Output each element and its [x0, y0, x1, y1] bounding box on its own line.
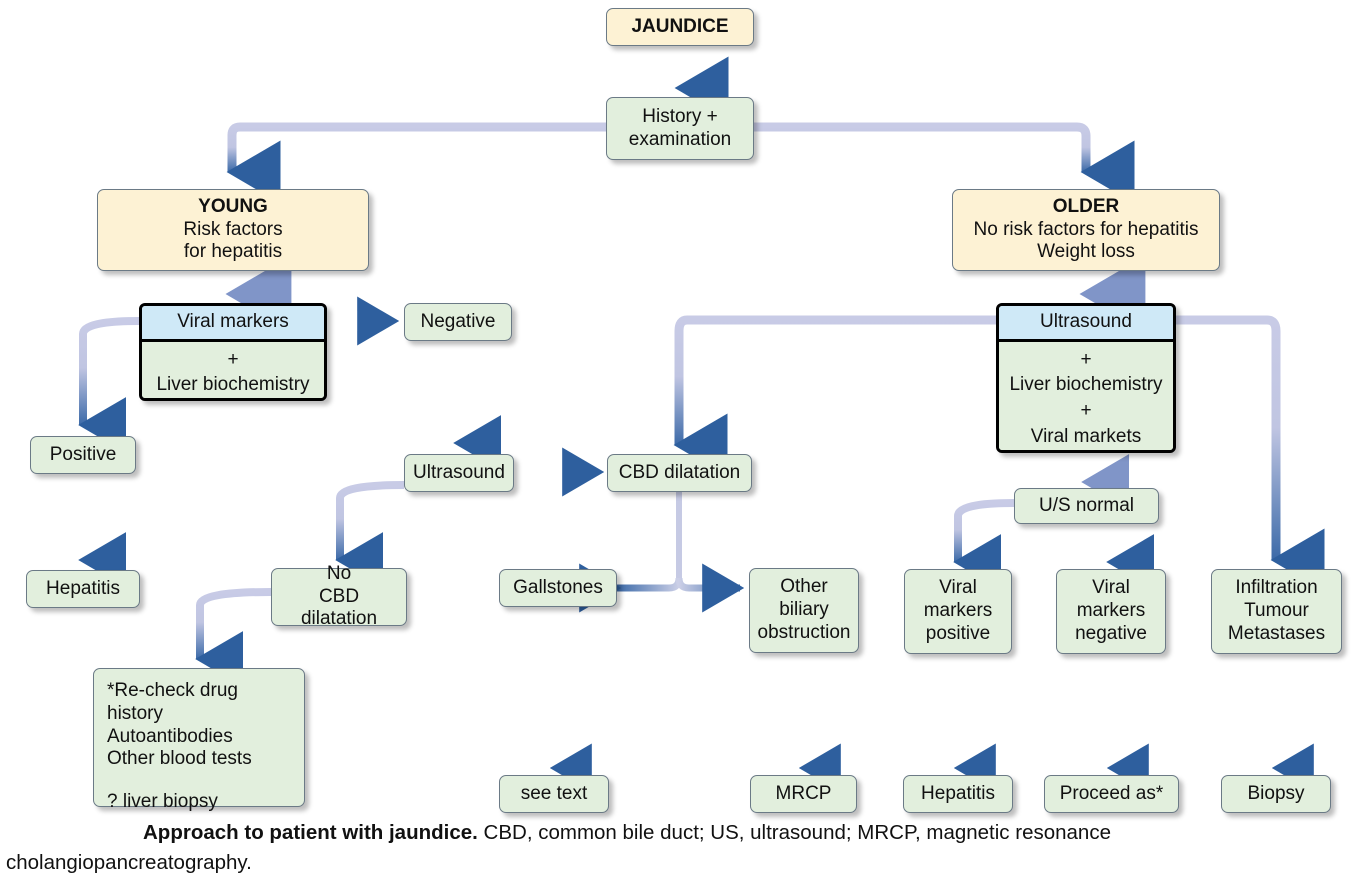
node-positive[interactable]: Positive — [30, 436, 136, 474]
ultrasound-body-line3: + — [1080, 400, 1092, 422]
node-ultrasound-mid[interactable]: Ultrasound — [404, 454, 514, 492]
node-young-line2: Risk factors — [183, 218, 283, 240]
node-viral-markers-positive[interactable]: Viral markers positive — [904, 569, 1012, 654]
node-see-text[interactable]: see text — [499, 775, 609, 813]
node-positive-label: Positive — [49, 443, 117, 465]
node-infiltration-line3: Metastases — [1227, 622, 1326, 644]
ultrasound-body-line4: Viral markets — [1030, 425, 1142, 447]
node-us-normal-label: U/S normal — [1038, 494, 1135, 516]
node-gallstones-label: Gallstones — [513, 576, 603, 598]
node-infiltration-line1: Infiltration — [1235, 577, 1318, 599]
node-mrcp[interactable]: MRCP — [750, 775, 857, 813]
node-ultrasound-panel[interactable]: Ultrasound + Liver biochemistry + Viral … — [996, 303, 1176, 453]
node-other-biliary-obstruction[interactable]: Other biliary obstruction — [749, 568, 859, 653]
node-vm-neg-line2: markers — [1076, 600, 1146, 622]
node-ultrasound-body: + Liver biochemistry + Viral markets — [999, 341, 1173, 450]
node-jaundice-label: JAUNDICE — [631, 15, 729, 37]
node-vm-neg-line1: Viral — [1092, 577, 1130, 599]
node-older-title: OLDER — [1052, 195, 1120, 217]
node-no-cbd-line1: No — [326, 562, 352, 584]
node-viral-markers-negative[interactable]: Viral markers negative — [1056, 569, 1166, 654]
node-vm-neg-line3: negative — [1075, 622, 1147, 644]
caption-lead: Approach to patient with jaundice. — [143, 821, 478, 844]
node-older-line3: Weight loss — [1037, 241, 1135, 263]
node-recheck-line1: *Re-check drug history — [107, 680, 238, 724]
node-young-title: YOUNG — [198, 195, 268, 217]
node-history-line2: examination — [628, 128, 732, 150]
figure-caption: Approach to patient with jaundice. CBD, … — [0, 818, 1357, 877]
node-proceed-as-label: Proceed as* — [1059, 782, 1164, 804]
viral-markers-body-line2: Liver biochemistry — [156, 374, 310, 396]
node-recheck-spacer — [107, 771, 291, 791]
node-cbd-dilatation[interactable]: CBD dilatation — [607, 454, 752, 492]
node-hepatitis-right[interactable]: Hepatitis — [903, 775, 1013, 813]
node-young-line3: for hepatitis — [183, 241, 283, 263]
node-biopsy[interactable]: Biopsy — [1221, 775, 1331, 813]
node-gallstones[interactable]: Gallstones — [499, 569, 617, 607]
node-negative[interactable]: Negative — [404, 303, 512, 341]
node-older[interactable]: OLDER No risk factors for hepatitis Weig… — [952, 189, 1220, 271]
node-no-cbd-dilatation[interactable]: No CBD dilatation — [271, 563, 407, 629]
node-negative-label: Negative — [420, 310, 496, 332]
node-recheck-line2: Autoantibodies — [107, 725, 233, 747]
node-hepatitis-left-label: Hepatitis — [46, 577, 120, 599]
node-vm-pos-line2: markers — [923, 600, 993, 622]
node-viral-markers-body: + Liver biochemistry — [142, 341, 324, 398]
node-see-text-label: see text — [520, 782, 588, 804]
node-hepatitis-right-label: Hepatitis — [921, 782, 995, 804]
node-ultrasound-mid-label: Ultrasound — [413, 461, 505, 483]
node-no-cbd-line2: CBD dilatation — [300, 585, 378, 630]
ultrasound-body-line1: + — [1080, 348, 1092, 370]
node-viral-markers-header: Viral markers — [142, 306, 324, 342]
node-mrcp-label: MRCP — [775, 782, 832, 804]
node-jaundice[interactable]: JAUNDICE — [606, 8, 754, 46]
node-older-line2: No risk factors for hepatitis — [973, 218, 1199, 240]
caption-rest: CBD, common bile duct; US, ultrasound; M… — [6, 821, 1111, 874]
node-viral-markers-panel[interactable]: Viral markers + Liver biochemistry — [139, 303, 327, 401]
node-history-examination[interactable]: History + examination — [606, 97, 754, 160]
node-ultrasound-header: Ultrasound — [999, 306, 1173, 342]
node-other-biliary-line1: Other — [780, 576, 828, 598]
node-cbd-dilatation-label: CBD dilatation — [618, 461, 741, 483]
node-biopsy-label: Biopsy — [1247, 782, 1305, 804]
node-other-biliary-line3: obstruction — [757, 621, 851, 643]
node-vm-pos-line3: positive — [925, 622, 991, 644]
node-history-line1: History + — [642, 105, 718, 127]
node-proceed-as[interactable]: Proceed as* — [1044, 775, 1179, 813]
node-hepatitis-left[interactable]: Hepatitis — [26, 570, 140, 608]
node-us-normal[interactable]: U/S normal — [1014, 488, 1159, 524]
node-young[interactable]: YOUNG Risk factors for hepatitis — [97, 189, 369, 271]
node-recheck-panel[interactable]: *Re-check drug history Autoantibodies Ot… — [93, 668, 305, 812]
node-other-biliary-line2: biliary — [779, 599, 829, 621]
node-vm-pos-line1: Viral — [939, 577, 977, 599]
ultrasound-body-line2: Liver biochemistry — [1009, 374, 1163, 396]
node-recheck-line3: Other blood tests — [107, 748, 252, 770]
node-recheck-line5: ? liver biopsy — [107, 791, 218, 813]
viral-markers-body-line1: + — [227, 348, 239, 370]
node-infiltration-line2: Tumour — [1244, 600, 1309, 622]
node-infiltration-tumour-metastases[interactable]: Infiltration Tumour Metastases — [1211, 569, 1342, 654]
